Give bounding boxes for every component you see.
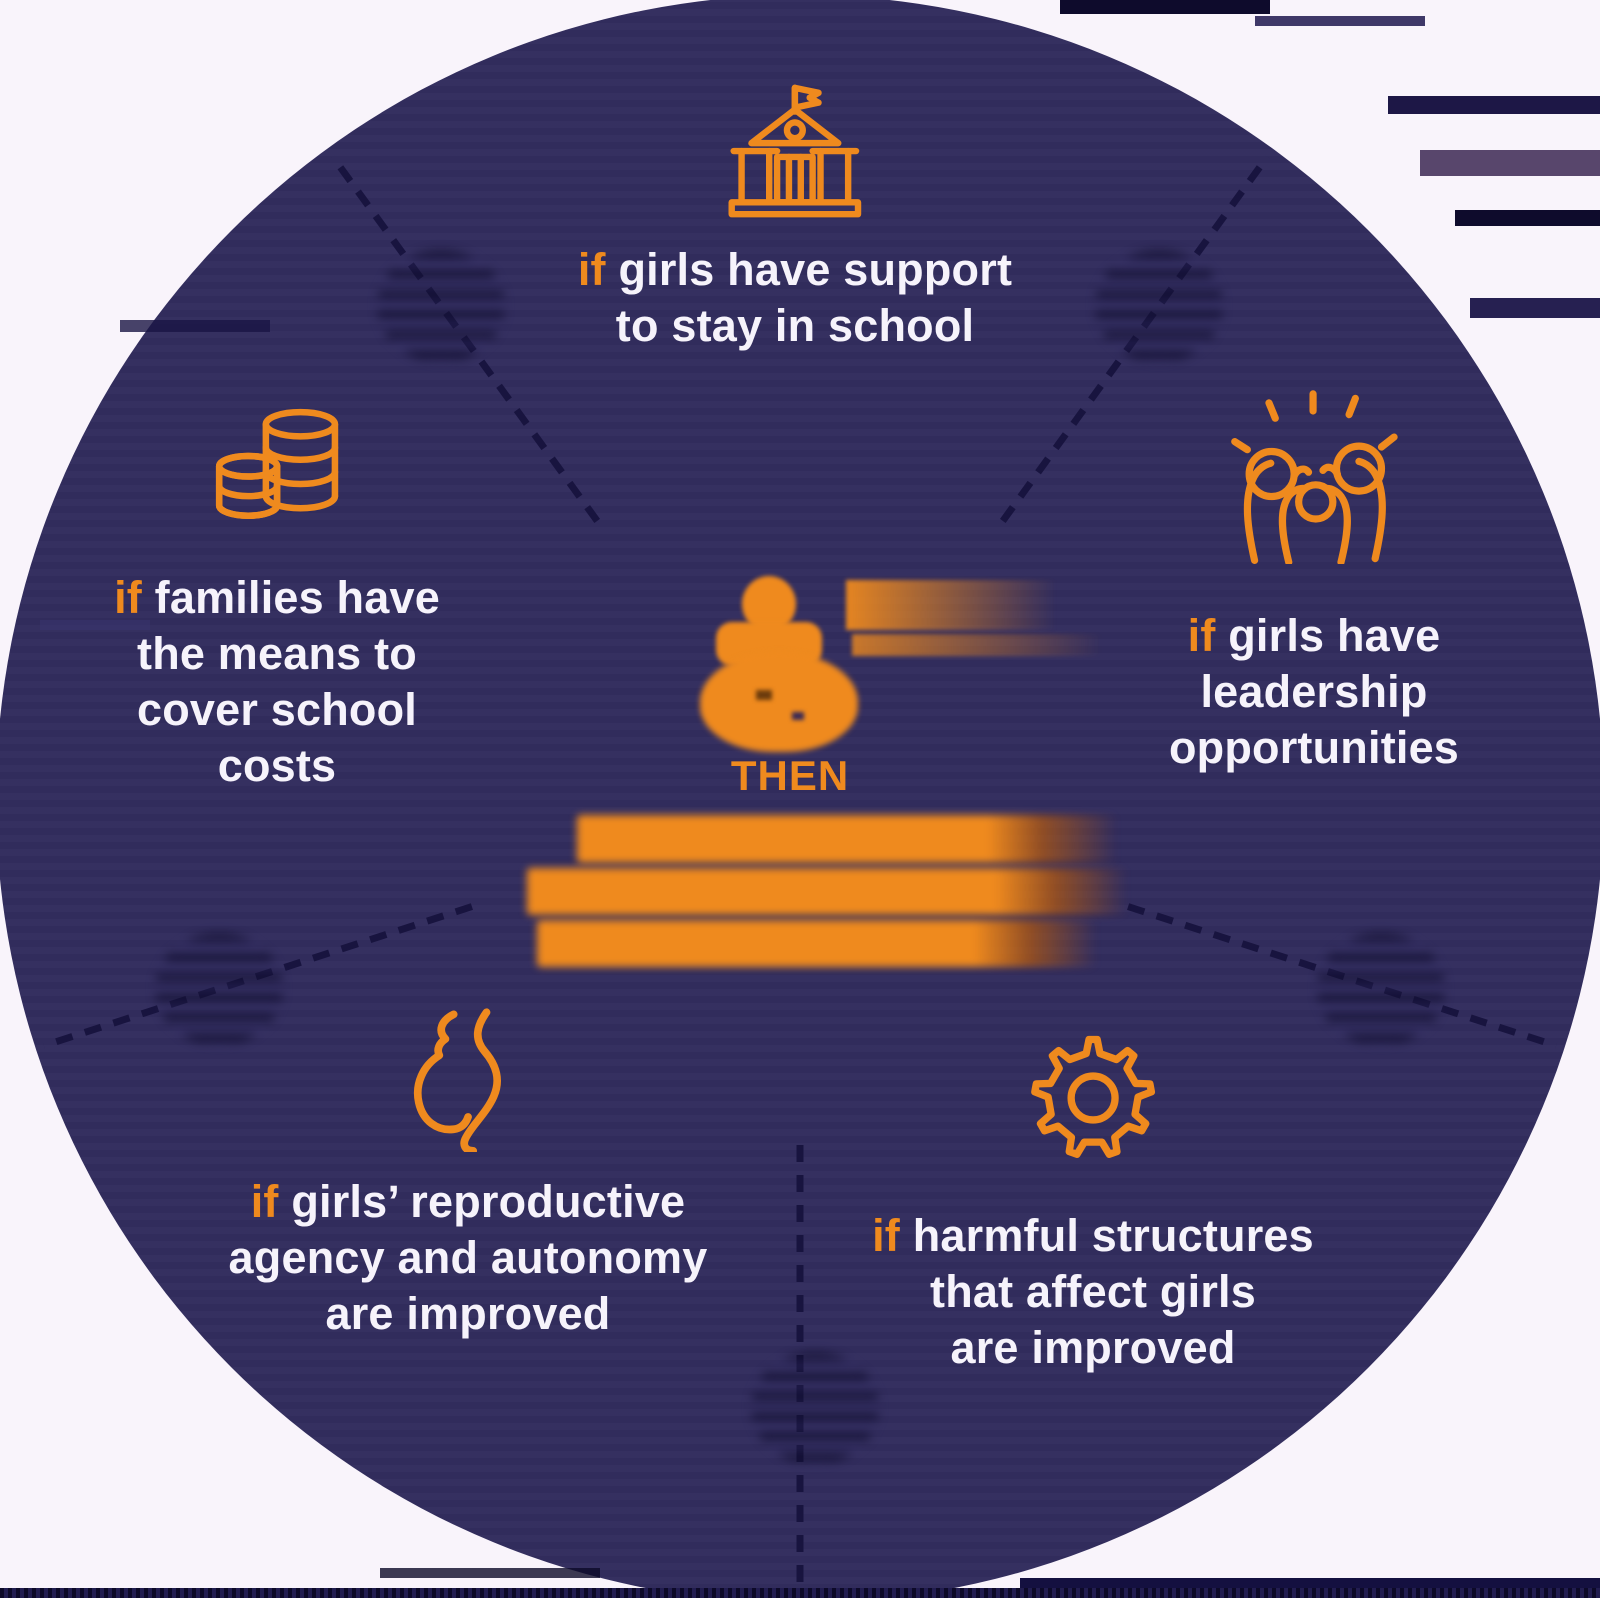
sector-text: if families have the means to cover scho… bbox=[114, 570, 440, 794]
sector-line-text: harmful structures bbox=[912, 1210, 1314, 1261]
if-prefix: if bbox=[577, 244, 606, 295]
glitch-artifact bbox=[40, 620, 150, 630]
glitch-speck bbox=[756, 690, 772, 700]
sector-line: that affect girls bbox=[930, 1266, 1256, 1317]
center-glitched-icon bbox=[700, 652, 858, 752]
glitch-artifact bbox=[0, 1588, 1600, 1598]
divider-glitch-node bbox=[377, 250, 505, 362]
glitch-artifact bbox=[380, 1568, 600, 1578]
obscured-text-line bbox=[577, 815, 1117, 863]
sector-line: agency and autonomy bbox=[228, 1232, 708, 1283]
sector-harmful-structures: if harmful structures that affect girls … bbox=[872, 1030, 1314, 1376]
sector-line-text: families have bbox=[154, 572, 440, 623]
sector-line-text: girls have support bbox=[618, 244, 1013, 295]
sector-line-text: girls’ reproductive bbox=[291, 1176, 686, 1227]
obscured-text-line bbox=[527, 868, 1127, 915]
divider-glitch-node bbox=[751, 1352, 879, 1464]
sector-line: costs bbox=[217, 740, 337, 791]
sector-line: if families have bbox=[114, 570, 440, 626]
if-prefix: if bbox=[1187, 610, 1216, 661]
glitch-artifact bbox=[1060, 0, 1270, 14]
leadership-people-icon bbox=[1224, 384, 1404, 564]
sector-text: if girls have leadership opportunities bbox=[1169, 608, 1459, 776]
glitch-smear bbox=[846, 580, 1056, 630]
sector-reproductive-agency: if girls’ reproductive agency and autono… bbox=[229, 1008, 708, 1342]
coin-stacks-icon bbox=[207, 400, 347, 526]
glitch-artifact bbox=[1020, 1578, 1600, 1590]
pregnancy-icon bbox=[409, 1008, 527, 1152]
glitch-artifact bbox=[1255, 16, 1425, 26]
sector-line-text: girls have bbox=[1228, 610, 1441, 661]
glitch-artifact bbox=[1420, 150, 1600, 176]
sector-school-support: if girls have support to stay in school bbox=[578, 78, 1012, 354]
sector-line: cover school bbox=[136, 684, 418, 735]
sector-line: opportunities bbox=[1168, 722, 1460, 773]
sector-line: if harmful structures bbox=[872, 1208, 1314, 1264]
sector-line: if girls have support bbox=[578, 242, 1012, 298]
sector-line: if girls have bbox=[1169, 608, 1459, 664]
sector-leadership: if girls have leadership opportunities bbox=[1169, 384, 1459, 776]
school-building-icon bbox=[716, 78, 874, 228]
sector-text: if harmful structures that affect girls … bbox=[872, 1208, 1314, 1376]
if-prefix: if bbox=[114, 572, 142, 623]
sector-line: if girls’ reproductive bbox=[229, 1174, 708, 1230]
glitch-artifact bbox=[1455, 210, 1600, 226]
if-prefix: if bbox=[250, 1176, 279, 1227]
sector-text: if girls’ reproductive agency and autono… bbox=[229, 1174, 708, 1342]
glitch-artifact bbox=[120, 320, 270, 332]
glitch-artifact bbox=[1470, 298, 1600, 318]
sector-line: are improved bbox=[325, 1288, 611, 1339]
divider-glitch-node bbox=[1095, 250, 1223, 362]
sector-line: leadership bbox=[1200, 666, 1428, 717]
glitch-smear bbox=[852, 634, 1102, 656]
obscured-text-line bbox=[537, 920, 1097, 967]
sector-family-means: if families have the means to cover scho… bbox=[114, 400, 440, 794]
glitch-artifact bbox=[1388, 96, 1600, 114]
if-prefix: if bbox=[872, 1210, 900, 1261]
sector-line: are improved bbox=[950, 1322, 1236, 1373]
sector-line: to stay in school bbox=[615, 300, 975, 351]
gear-icon bbox=[1025, 1030, 1161, 1166]
divider-glitch-node bbox=[155, 933, 283, 1045]
center-heading: THEN bbox=[730, 752, 850, 799]
glitch-speck bbox=[792, 712, 804, 720]
sector-text: if girls have support to stay in school bbox=[578, 242, 1012, 354]
divider-glitch-node bbox=[1317, 933, 1445, 1045]
sector-line: the means to bbox=[137, 628, 417, 679]
